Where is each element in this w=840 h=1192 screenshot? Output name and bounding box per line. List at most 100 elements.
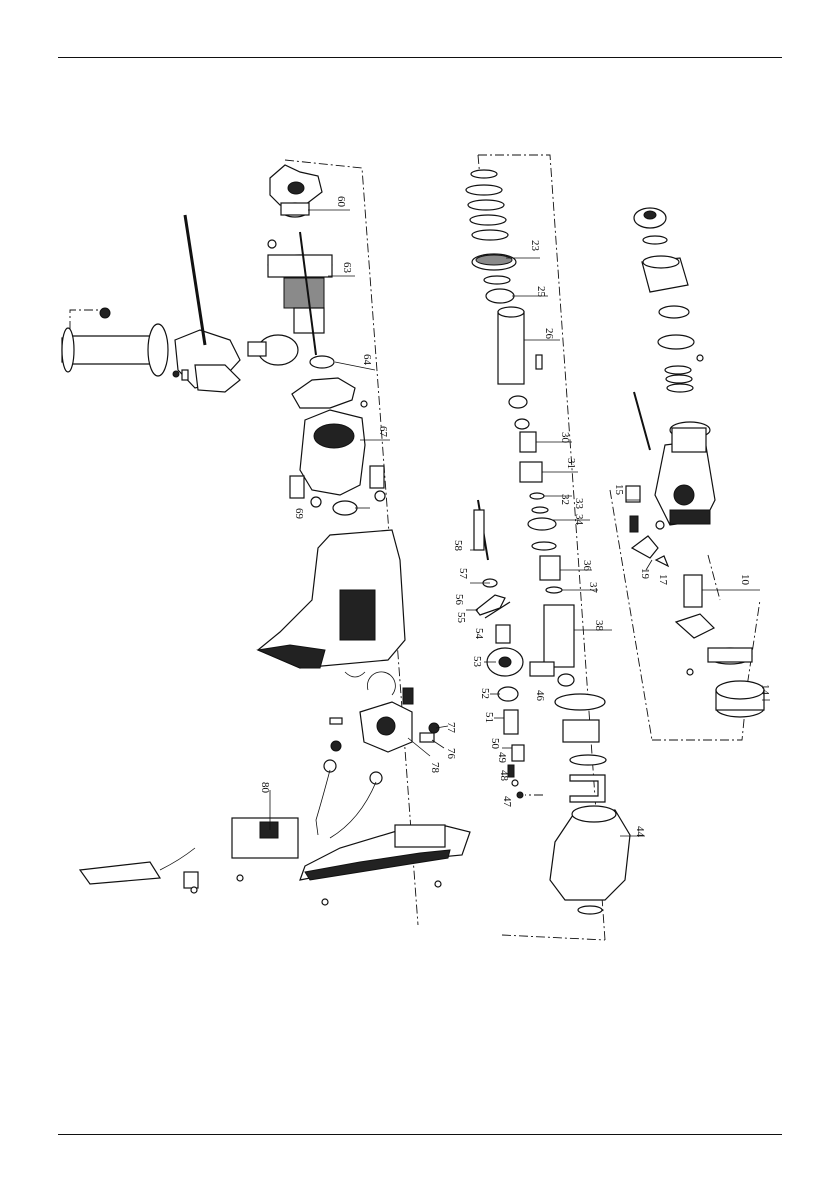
depth-gauge-disc	[148, 324, 168, 376]
housing-bottom	[258, 645, 325, 668]
part-25-bearing	[486, 289, 514, 303]
part-19-lever	[632, 536, 658, 558]
label-30: 30	[559, 432, 571, 444]
part-26-cylinder	[498, 312, 524, 384]
gearbox-seal	[578, 906, 602, 914]
seal-40	[555, 694, 605, 710]
armature-commutator	[284, 278, 324, 308]
brush-holder-right	[370, 466, 384, 488]
spring-coil-1	[466, 185, 502, 195]
label-53: 53	[471, 656, 483, 668]
label-34: 34	[573, 514, 585, 526]
screw-b	[237, 875, 243, 881]
ring-42	[570, 755, 606, 765]
label-17: 17	[657, 574, 669, 586]
label-80: 80	[259, 782, 271, 794]
handle-nut	[100, 308, 110, 318]
label-25: 25	[535, 286, 547, 298]
label-46: 46	[534, 690, 546, 702]
part-56-lever	[476, 595, 505, 615]
chuck-grip	[670, 510, 710, 524]
wire-right	[330, 782, 376, 838]
cylinder-top	[498, 307, 524, 317]
retaining-ring	[367, 672, 395, 695]
part-69-ring	[333, 501, 357, 515]
u-clip-43	[570, 775, 605, 802]
label-49: 49	[496, 752, 508, 764]
part-76-brush	[420, 733, 434, 742]
spring-coil-2	[468, 200, 504, 210]
baffle-plate	[292, 378, 355, 408]
label-51: 51	[483, 712, 495, 723]
brush-plate-hub	[377, 717, 395, 735]
part-44-gearbox	[550, 810, 630, 900]
label-15: 15	[613, 484, 625, 496]
armature-core	[294, 308, 324, 333]
label-58: 58	[452, 540, 464, 552]
label-10: 10	[739, 574, 751, 586]
part-33-ring	[532, 507, 548, 513]
label-48: 48	[498, 770, 510, 782]
chuck-group	[626, 208, 764, 717]
bearing-hub	[499, 657, 511, 667]
cord-clamp	[184, 872, 198, 888]
label-52: 52	[479, 688, 491, 699]
label-38: 38	[593, 620, 605, 632]
small-spring-a	[403, 688, 413, 704]
part-64-bearing	[310, 356, 334, 368]
power-cord	[80, 862, 160, 884]
ring-29	[515, 419, 529, 429]
part-14-top	[716, 681, 764, 699]
chuck-spring-3	[667, 384, 693, 392]
spring-clip-a	[345, 672, 365, 677]
gearbox-top	[572, 806, 616, 822]
clamp-bracket	[195, 365, 240, 392]
ring-28	[509, 396, 527, 408]
chuck-spring-1	[665, 366, 691, 374]
label-64: 64	[361, 354, 373, 366]
brush-cap-left	[311, 497, 321, 507]
gear-train-group	[466, 170, 630, 914]
part-34-gear	[528, 518, 556, 530]
part-46-key	[530, 662, 554, 676]
label-55: 55	[455, 612, 467, 624]
armature-fan-body	[268, 255, 332, 277]
side-handle-grip	[62, 336, 156, 364]
chuck-sleeve-top	[643, 256, 679, 268]
label-36: 36	[581, 560, 593, 572]
part-36-sleeve	[540, 556, 560, 580]
label-44: 44	[634, 826, 646, 838]
wire-left	[316, 770, 330, 835]
label-50: 50	[489, 738, 501, 750]
chuck-ball	[697, 355, 703, 361]
chuck-ring	[643, 236, 667, 244]
ring-35	[532, 542, 556, 550]
chuck-body-neck	[672, 428, 706, 452]
stator-bore	[314, 424, 354, 448]
side-handle-group	[62, 215, 298, 392]
label-14: 14	[759, 684, 771, 696]
part-60-body	[281, 203, 309, 215]
pin-small	[536, 355, 542, 369]
clip-a	[182, 370, 188, 380]
clip-b	[330, 718, 342, 724]
label-23: 23	[529, 240, 541, 252]
part-32-ring	[530, 493, 544, 499]
label-77: 77	[445, 722, 457, 734]
label-33: 33	[573, 498, 585, 510]
switch-group	[80, 702, 470, 905]
part-67-stator	[300, 410, 365, 495]
part-17-clip	[656, 556, 668, 566]
cord-cable	[160, 848, 195, 870]
depth-rod	[185, 215, 205, 345]
label-32: 32	[559, 494, 571, 505]
clamp-screw	[248, 342, 266, 356]
screw-a	[191, 887, 197, 893]
label-56: 56	[453, 594, 465, 606]
ring-top	[471, 170, 497, 178]
label-37: 37	[587, 582, 599, 594]
small-screw	[268, 240, 276, 248]
part-50-bush	[512, 745, 524, 761]
part-48-ball	[512, 780, 518, 786]
screw-c	[322, 899, 328, 905]
